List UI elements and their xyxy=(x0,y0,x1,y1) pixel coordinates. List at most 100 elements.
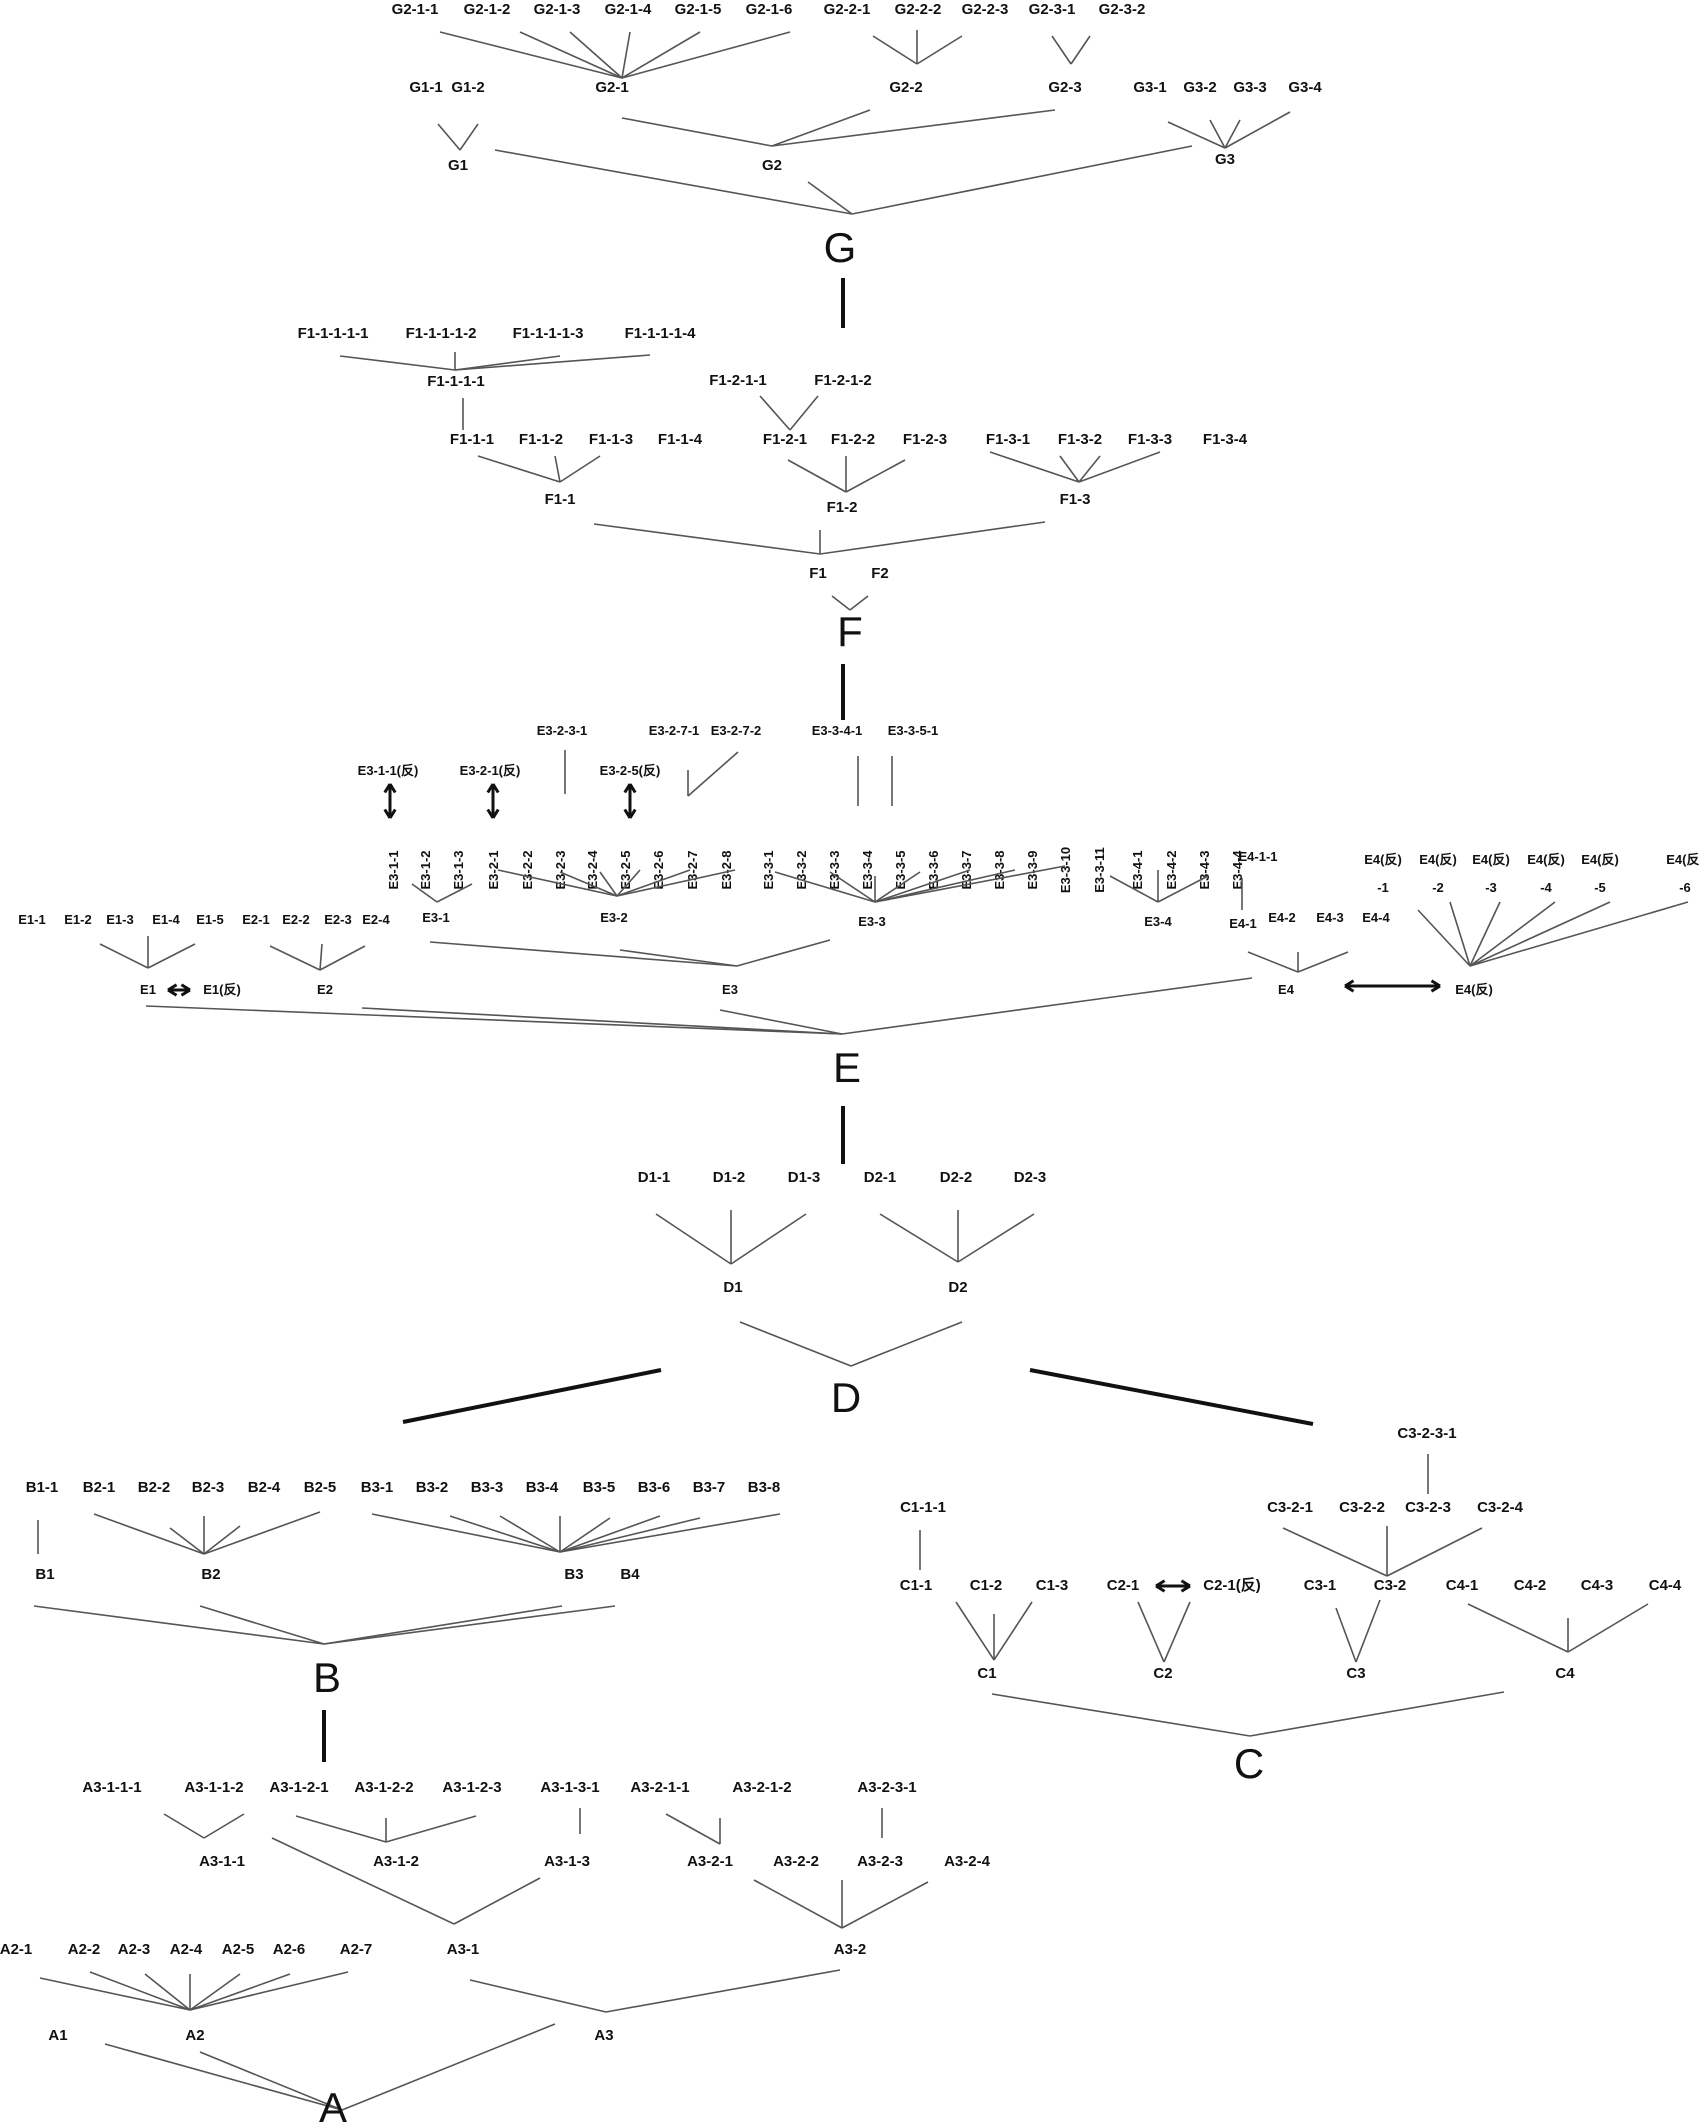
node-c4-2: C4-2 xyxy=(1514,1577,1547,1594)
node-e1: E1 xyxy=(140,982,156,997)
edge-line xyxy=(841,977,1253,1035)
node-b2: B2 xyxy=(201,1566,220,1583)
node-e2-1: E2-1 xyxy=(242,912,269,927)
node-e3-2-1: E3-2-1 xyxy=(486,850,501,889)
node-a: A xyxy=(319,2084,347,2125)
node-e3-3-6: E3-3-6 xyxy=(926,850,941,889)
edge-line xyxy=(89,1971,191,2011)
edge-line xyxy=(787,459,847,493)
edge-line xyxy=(829,871,876,903)
node-e3-1: E3-1 xyxy=(422,910,449,925)
edge-line xyxy=(1469,901,1689,967)
node-g2-2-2: G2-2-2 xyxy=(895,1,942,18)
edge-line xyxy=(1167,121,1226,149)
node-e4-rev-3a: E4(反) xyxy=(1472,852,1510,867)
edge-line xyxy=(439,31,623,79)
node-g1: G1 xyxy=(448,157,468,174)
node-e3-3: E3-3 xyxy=(858,914,885,929)
node-e2-3: E2-3 xyxy=(324,912,351,927)
node-e3-3-5: E3-3-5 xyxy=(893,850,908,889)
node-e1-3: E1-3 xyxy=(106,912,133,927)
node-c3-2-2: C3-2-2 xyxy=(1339,1499,1385,1516)
edge-line xyxy=(1078,451,1161,483)
edge-line xyxy=(753,1879,843,1929)
node-f1-1-4: F1-1-4 xyxy=(658,431,703,448)
edge-line xyxy=(169,1527,205,1555)
edge-line xyxy=(874,869,1016,903)
node-d2-2: D2-2 xyxy=(940,1169,973,1186)
node-g3-2: G3-2 xyxy=(1183,79,1216,96)
edge-line xyxy=(323,1605,616,1645)
edge-line xyxy=(569,31,623,79)
node-b3-5: B3-5 xyxy=(583,1479,616,1496)
edge-line xyxy=(453,1877,541,1925)
double-arrow-icon xyxy=(623,783,637,819)
node-b3-6: B3-6 xyxy=(638,1479,671,1496)
edge-line xyxy=(616,869,691,897)
edge-line xyxy=(1059,455,1080,483)
node-a3-2-1-1: A3-2-1-1 xyxy=(630,1779,689,1796)
edge-line xyxy=(436,883,473,903)
node-a2: A2 xyxy=(185,2027,204,2044)
edge-line xyxy=(559,871,618,897)
node-b: B xyxy=(313,1654,341,1701)
node-c4-3: C4-3 xyxy=(1581,1577,1614,1594)
node-e3: E3 xyxy=(722,982,738,997)
node-b1-1: B1-1 xyxy=(26,1479,59,1496)
node-e1-2: E1-2 xyxy=(64,912,91,927)
node-e4-rev-5b: -5 xyxy=(1594,880,1606,895)
node-g: G xyxy=(824,224,857,271)
node-e3-2-4: E3-2-4 xyxy=(585,850,600,890)
edge-line xyxy=(841,1881,929,1929)
edge-line xyxy=(916,35,963,65)
node-e4: E4 xyxy=(1278,982,1295,997)
node-a3-2: A3-2 xyxy=(834,1941,867,1958)
node-c2: C2 xyxy=(1153,1665,1172,1682)
node-e4-rev-3b: -3 xyxy=(1485,880,1497,895)
edge-line xyxy=(957,1213,1035,1263)
node-d2-1: D2-1 xyxy=(864,1169,897,1186)
edge-line xyxy=(449,1515,561,1553)
edge-line xyxy=(1449,901,1471,967)
node-e2-4: E2-4 xyxy=(362,912,390,927)
edge-line xyxy=(199,2051,343,2111)
edge-line xyxy=(807,181,853,215)
node-g2: G2 xyxy=(762,157,782,174)
node-a2-5: A2-5 xyxy=(222,1941,255,1958)
node-f1-3: F1-3 xyxy=(1060,491,1091,508)
node-d: D xyxy=(831,1374,861,1421)
double-arrow-icon xyxy=(1155,1579,1191,1593)
node-b2-5: B2-5 xyxy=(304,1479,337,1496)
edge-line xyxy=(655,1213,732,1265)
edge-line xyxy=(437,123,461,151)
node-b2-3: B2-3 xyxy=(192,1479,225,1496)
edge-line xyxy=(819,521,1046,555)
node-e3-2-7: E3-2-7 xyxy=(685,850,700,889)
edge-line xyxy=(687,751,739,797)
node-d1-1: D1-1 xyxy=(638,1169,671,1186)
edge-line xyxy=(991,1693,1251,1737)
node-g2-1-6: G2-1-6 xyxy=(746,1,793,18)
edge-line xyxy=(771,109,1056,147)
trunk-d-b xyxy=(402,1368,662,1424)
node-f1-2-2: F1-2-2 xyxy=(831,431,875,448)
node-e4-rev-4a: E4(反) xyxy=(1527,852,1565,867)
edge-line xyxy=(339,355,456,371)
edge-line xyxy=(494,149,853,215)
node-d1-3: D1-3 xyxy=(788,1169,821,1186)
edge-line xyxy=(1078,455,1101,483)
node-a3-1-1-1: A3-1-1-1 xyxy=(82,1779,141,1796)
node-e3-3-11: E3-3-11 xyxy=(1092,847,1107,893)
node-c1-3: C1-3 xyxy=(1036,1577,1069,1594)
node-e3-3-8: E3-3-8 xyxy=(992,850,1007,889)
edge-line xyxy=(989,451,1080,483)
edge-line xyxy=(593,523,821,555)
node-f1: F1 xyxy=(809,565,827,582)
node-e3-2-2: E3-2-2 xyxy=(520,850,535,889)
node-e3-4-1: E3-4-1 xyxy=(1130,850,1145,889)
node-e1-5: E1-5 xyxy=(196,912,223,927)
node-e: E xyxy=(833,1044,861,1091)
node-e1-4: E1-4 xyxy=(152,912,180,927)
node-e4-1-1: E4-1-1 xyxy=(1238,849,1277,864)
node-f1-1-1-1-3: F1-1-1-1-3 xyxy=(513,325,584,342)
